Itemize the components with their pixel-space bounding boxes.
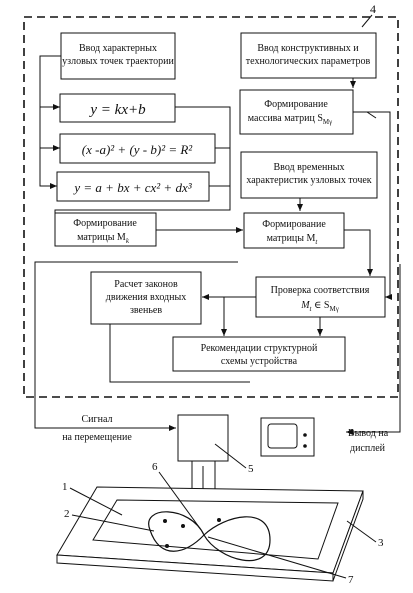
form-mk-subscript: k (126, 237, 130, 245)
form-array-text: массива матриц S (248, 113, 323, 124)
callout-2: 2 (64, 508, 70, 520)
system-boundary (23, 16, 399, 398)
form-mk-text: матрицы M (77, 232, 126, 243)
check-m-sub: t (310, 305, 313, 313)
check-m: M (300, 300, 310, 311)
monitor-icon (260, 417, 315, 457)
check-s-sub: Мγ (329, 305, 338, 313)
display-label-line2: дисплей (350, 443, 386, 454)
input-time-line1: Ввод временных (274, 162, 345, 173)
form-mt-line1: Формирование (262, 219, 326, 230)
recommend-block: Рекомендации структурной схемы устройств… (172, 336, 346, 372)
eq-cubic-block: y = a + bx + cx² + dx³ (56, 171, 210, 202)
form-array-line2: массива матриц SМγ (248, 113, 332, 126)
eq-line-block: y = kx+b (59, 93, 176, 123)
check-in: ∈ S (312, 300, 330, 311)
form-mk-line2: матрицы Mk (77, 232, 130, 245)
form-mt-line2: матрицы Mt (267, 233, 319, 246)
callout-5: 5 (248, 463, 254, 475)
calc-laws-line2: движения входных (106, 292, 186, 303)
eq-line-text: y = kx+b (88, 102, 146, 118)
check-line1: Проверка соответствия (271, 285, 370, 296)
form-array-subscript: Мγ (323, 118, 332, 126)
form-mk-block: Формирование матрицы Mk (54, 212, 157, 247)
display-label-line1: Вывод на (348, 428, 389, 439)
callout-6: 6 (152, 461, 158, 473)
input-params-line1: Ввод конструктивных и (257, 43, 359, 54)
input-time-block: Ввод временных характеристик узловых точ… (240, 151, 378, 199)
callout-7: 7 (348, 574, 354, 586)
recommend-line2: схемы устройства (221, 356, 298, 367)
form-mk-line1: Формирование (73, 218, 137, 229)
callouts: 1 2 3 5 6 7 (62, 443, 384, 586)
recommend-line1: Рекомендации структурной (201, 343, 318, 354)
calc-laws-line3: звеньев (130, 305, 162, 316)
input-time-line2: характеристик узловых точек (246, 175, 371, 186)
eq-cubic-text: y = a + bx + cx² + dx³ (72, 180, 192, 195)
system-label-leader (361, 14, 373, 28)
worktable-icon (56, 486, 364, 582)
form-array-line1: Формирование (264, 99, 328, 110)
form-mt-text: матрицы M (267, 233, 316, 244)
form-mt-subscript: t (315, 238, 318, 246)
eq-circle-block: (x -a)² + (y - b)² = R² (59, 133, 216, 164)
callout-3: 3 (378, 537, 384, 549)
input-params-line2: технологических параметров (246, 56, 371, 67)
signal-label-line2: на перемещение (62, 432, 132, 443)
calc-laws-line1: Расчет законов (114, 279, 178, 290)
check-block: Проверка соответствия Mt ∈ SМγ (255, 276, 386, 318)
connectors (34, 55, 401, 435)
eq-circle-text: (x -a)² + (y - b)² = R² (82, 142, 194, 157)
check-line2: Mt ∈ SМγ (300, 300, 339, 313)
form-mt-block: Формирование матрицы Mt (243, 212, 345, 249)
calc-laws-block: Расчет законов движения входных звеньев (90, 271, 202, 325)
system-label: 4 (370, 2, 376, 16)
input-points-block: Ввод характерных узловых точек траектори… (60, 32, 176, 80)
input-points-line2: узловых точек траектории (62, 56, 174, 67)
input-params-block: Ввод конструктивных и технологических па… (240, 32, 377, 79)
form-array-block: Формирование массива матриц SМγ (239, 89, 354, 135)
signal-label-line1: Сигнал (82, 414, 113, 425)
input-points-line1: Ввод характерных (79, 43, 157, 54)
callout-1: 1 (62, 481, 68, 493)
